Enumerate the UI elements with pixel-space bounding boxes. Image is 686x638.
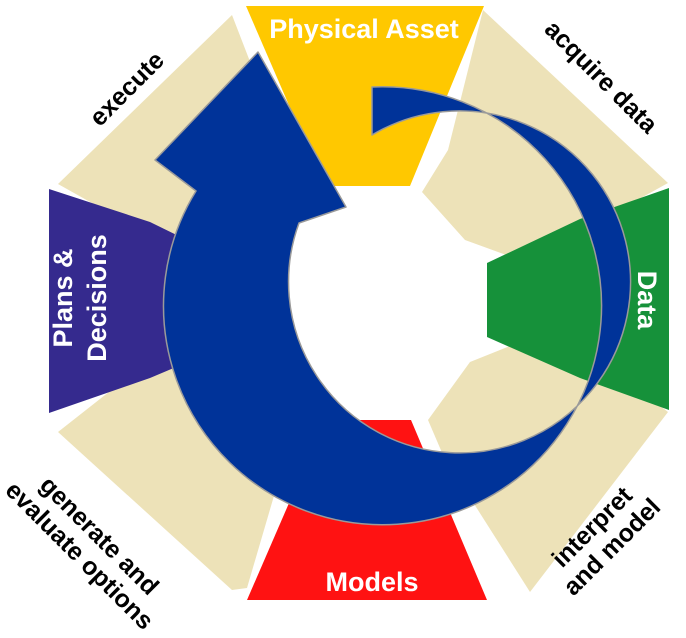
stage-label-plans-decisions-line-1: Plans & [48,248,78,347]
stage-label-physical-asset: Physical Asset [269,14,459,44]
stage-label-plans-decisions-line-2: Decisions [82,234,112,362]
transition-segment-interpret-model [428,342,668,592]
stage-label-plans-decisions: Plans & Decisions [48,234,112,362]
stage-label-data: Data [632,271,662,331]
cycle-arrow-icon [154,51,632,526]
stage-label-models: Models [325,567,418,597]
